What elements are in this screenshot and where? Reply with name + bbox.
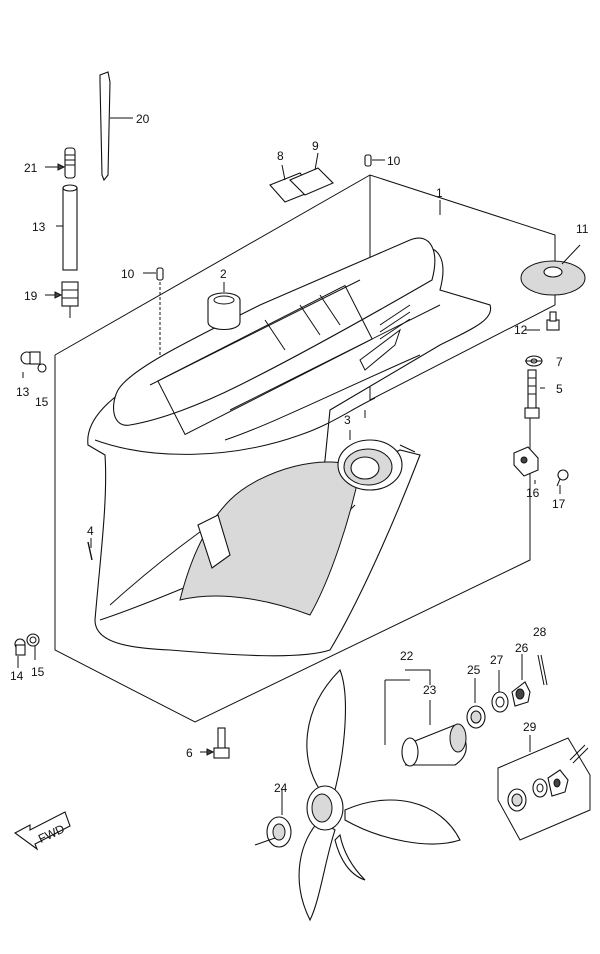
callout-1: 1 [436, 186, 443, 200]
callout-19: 19 [24, 289, 38, 303]
spacer-block [513, 446, 539, 477]
callout-6: 6 [186, 746, 193, 760]
fwd-arrow-icon: FWD [13, 811, 71, 851]
drain-plug-upper [20, 351, 47, 373]
bearing-housing [207, 282, 241, 331]
callout-10-top: 10 [387, 154, 401, 168]
drain-plug-lower [14, 633, 40, 656]
callout-11: 11 [576, 222, 589, 236]
bolt-12 [546, 311, 560, 331]
pin-4 [87, 538, 93, 561]
callout-22: 22 [400, 649, 414, 663]
callout-14: 14 [10, 669, 24, 683]
callout-13-upper: 13 [32, 220, 46, 234]
callout-10-left: 10 [121, 267, 135, 281]
callout-25: 25 [467, 663, 481, 677]
bolt-17 [556, 469, 569, 487]
callout-8: 8 [277, 149, 284, 163]
cotter-pin [537, 654, 548, 686]
callout-27: 27 [490, 653, 504, 667]
callout-17: 17 [552, 497, 566, 511]
callout-labels: 20 21 13 19 13 15 10 2 8 9 10 1 11 12 7 … [10, 112, 589, 795]
grommet [45, 147, 76, 179]
washer-27 [491, 670, 509, 713]
leader-lines [17, 200, 561, 668]
callout-2: 2 [220, 267, 227, 281]
seal-plate [269, 152, 334, 203]
propeller-bushing [384, 669, 467, 767]
callout-13-lower: 13 [16, 385, 30, 399]
callout-29: 29 [523, 720, 537, 734]
propeller-nut [511, 654, 531, 707]
bolt-5 [524, 369, 540, 419]
dowel-pin [143, 154, 385, 355]
callout-3: 3 [344, 413, 351, 427]
oil-seal [337, 430, 416, 491]
callout-15-upper: 15 [35, 395, 49, 409]
callout-9: 9 [312, 139, 319, 153]
trim-tab-anode [520, 244, 586, 296]
callout-5: 5 [556, 382, 563, 396]
gear-case-housing [87, 237, 492, 657]
water-tube-fitting [45, 281, 79, 318]
callout-16: 16 [526, 486, 540, 500]
callout-21: 21 [24, 161, 38, 175]
callout-12: 12 [514, 323, 528, 337]
callout-23: 23 [423, 683, 437, 697]
callout-24: 24 [274, 781, 288, 795]
spacer-washer [466, 678, 486, 729]
callout-28: 28 [533, 625, 547, 639]
water-tube [56, 184, 78, 271]
bolt-6 [200, 727, 230, 759]
thrust-bushing [254, 790, 292, 848]
callout-20: 20 [136, 112, 150, 126]
propeller-nut-kit [497, 735, 591, 841]
callout-7: 7 [556, 355, 563, 369]
propeller [298, 669, 461, 922]
cable-tie [99, 71, 133, 182]
callout-15-lower: 15 [31, 665, 45, 679]
callout-4: 4 [87, 524, 94, 538]
callout-26: 26 [515, 641, 529, 655]
